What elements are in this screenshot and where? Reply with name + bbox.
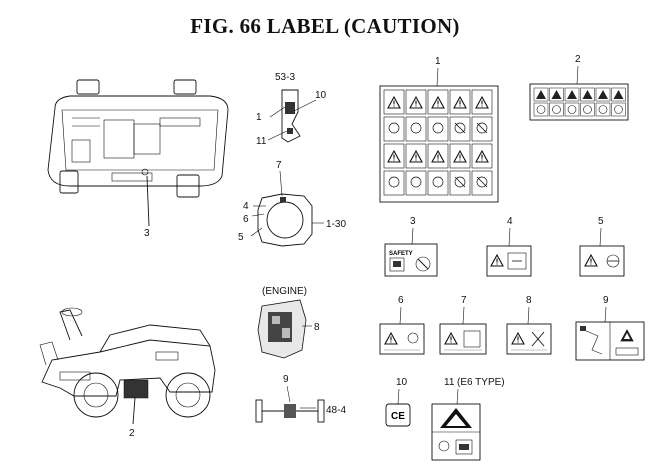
label-1-number: 1 — [435, 56, 441, 67]
label-2-pictogram — [595, 102, 611, 117]
label-2-number: 2 — [575, 54, 581, 65]
callout-8-engine: 8 — [314, 322, 320, 333]
ring-frame-part — [250, 170, 324, 247]
label-1-pictogram — [449, 116, 471, 142]
label-1-pictogram — [383, 170, 405, 196]
label-5-number: 5 — [598, 216, 604, 227]
callout-5-ring: 5 — [238, 232, 244, 243]
figure-title: FIG. 66 LABEL (CAUTION) — [190, 14, 460, 38]
label-10-ce-mark: CE — [385, 403, 411, 427]
svg-text:SAFETY: SAFETY — [389, 251, 413, 257]
label-6-number: 6 — [398, 295, 404, 306]
callout-7-ring: 7 — [276, 160, 282, 171]
label-1-pictogram — [383, 116, 405, 142]
callout-53-3: 53-3 — [275, 72, 295, 83]
label-1-pictogram — [405, 170, 427, 196]
label-5-warning — [579, 245, 625, 277]
label-3-safety: SAFETY — [384, 243, 438, 277]
label-6-warning — [379, 323, 425, 355]
label-4-warning — [486, 245, 532, 277]
label-11-type: (E6 TYPE) — [457, 377, 505, 388]
svg-text:CE: CE — [391, 411, 405, 422]
label-2-pictogram — [580, 102, 595, 117]
label-2-pictogram — [611, 102, 626, 117]
label-1-pictogram — [427, 116, 449, 142]
label-4-number: 4 — [507, 216, 513, 227]
small-panel-part — [267, 89, 317, 143]
label-8-warning — [506, 323, 552, 355]
label-9-number: 9 — [603, 295, 609, 306]
label-9-warning — [575, 321, 645, 361]
axle-part — [255, 385, 325, 423]
machine-side-view — [39, 307, 216, 425]
label-3-number: 3 — [410, 216, 416, 227]
label-2-caution-strip — [529, 83, 629, 121]
label-1-pictogram — [405, 116, 427, 142]
label-1-pictogram — [427, 170, 449, 196]
label-11-number: 11 — [444, 377, 455, 388]
label-10-number: 10 — [396, 377, 408, 388]
engine-part — [257, 299, 312, 359]
label-11-warning — [431, 403, 481, 461]
label-8-number: 8 — [526, 295, 532, 306]
label-2-pictogram — [549, 102, 564, 117]
callout-1-small: 1 — [256, 112, 262, 123]
callout-9-axle: 9 — [283, 374, 289, 385]
label-7-number: 7 — [461, 295, 467, 306]
label-1-pictogram — [471, 116, 493, 142]
callout-6-ring: 6 — [243, 214, 249, 225]
label-1-pictogram — [449, 170, 471, 196]
label-1-caution-sheet — [379, 85, 499, 203]
label-2-pictogram — [564, 102, 580, 117]
callout-3-machine: 3 — [144, 228, 150, 239]
callout-11-small: 11 — [256, 136, 267, 147]
label-2-pictogram — [533, 102, 549, 117]
callout-1-30: 1-30 — [326, 219, 346, 230]
callout-48-4: 48-4 — [326, 405, 346, 416]
section-label-engine: (ENGINE) — [262, 286, 307, 297]
label-7-warning — [439, 323, 487, 355]
machine-top-view — [47, 79, 229, 227]
label-1-pictogram — [471, 170, 493, 196]
callout-4-ring: 4 — [243, 201, 249, 212]
leader-line — [146, 175, 150, 227]
callout-2-side: 2 — [129, 428, 135, 439]
callout-10-small: 10 — [315, 90, 327, 101]
